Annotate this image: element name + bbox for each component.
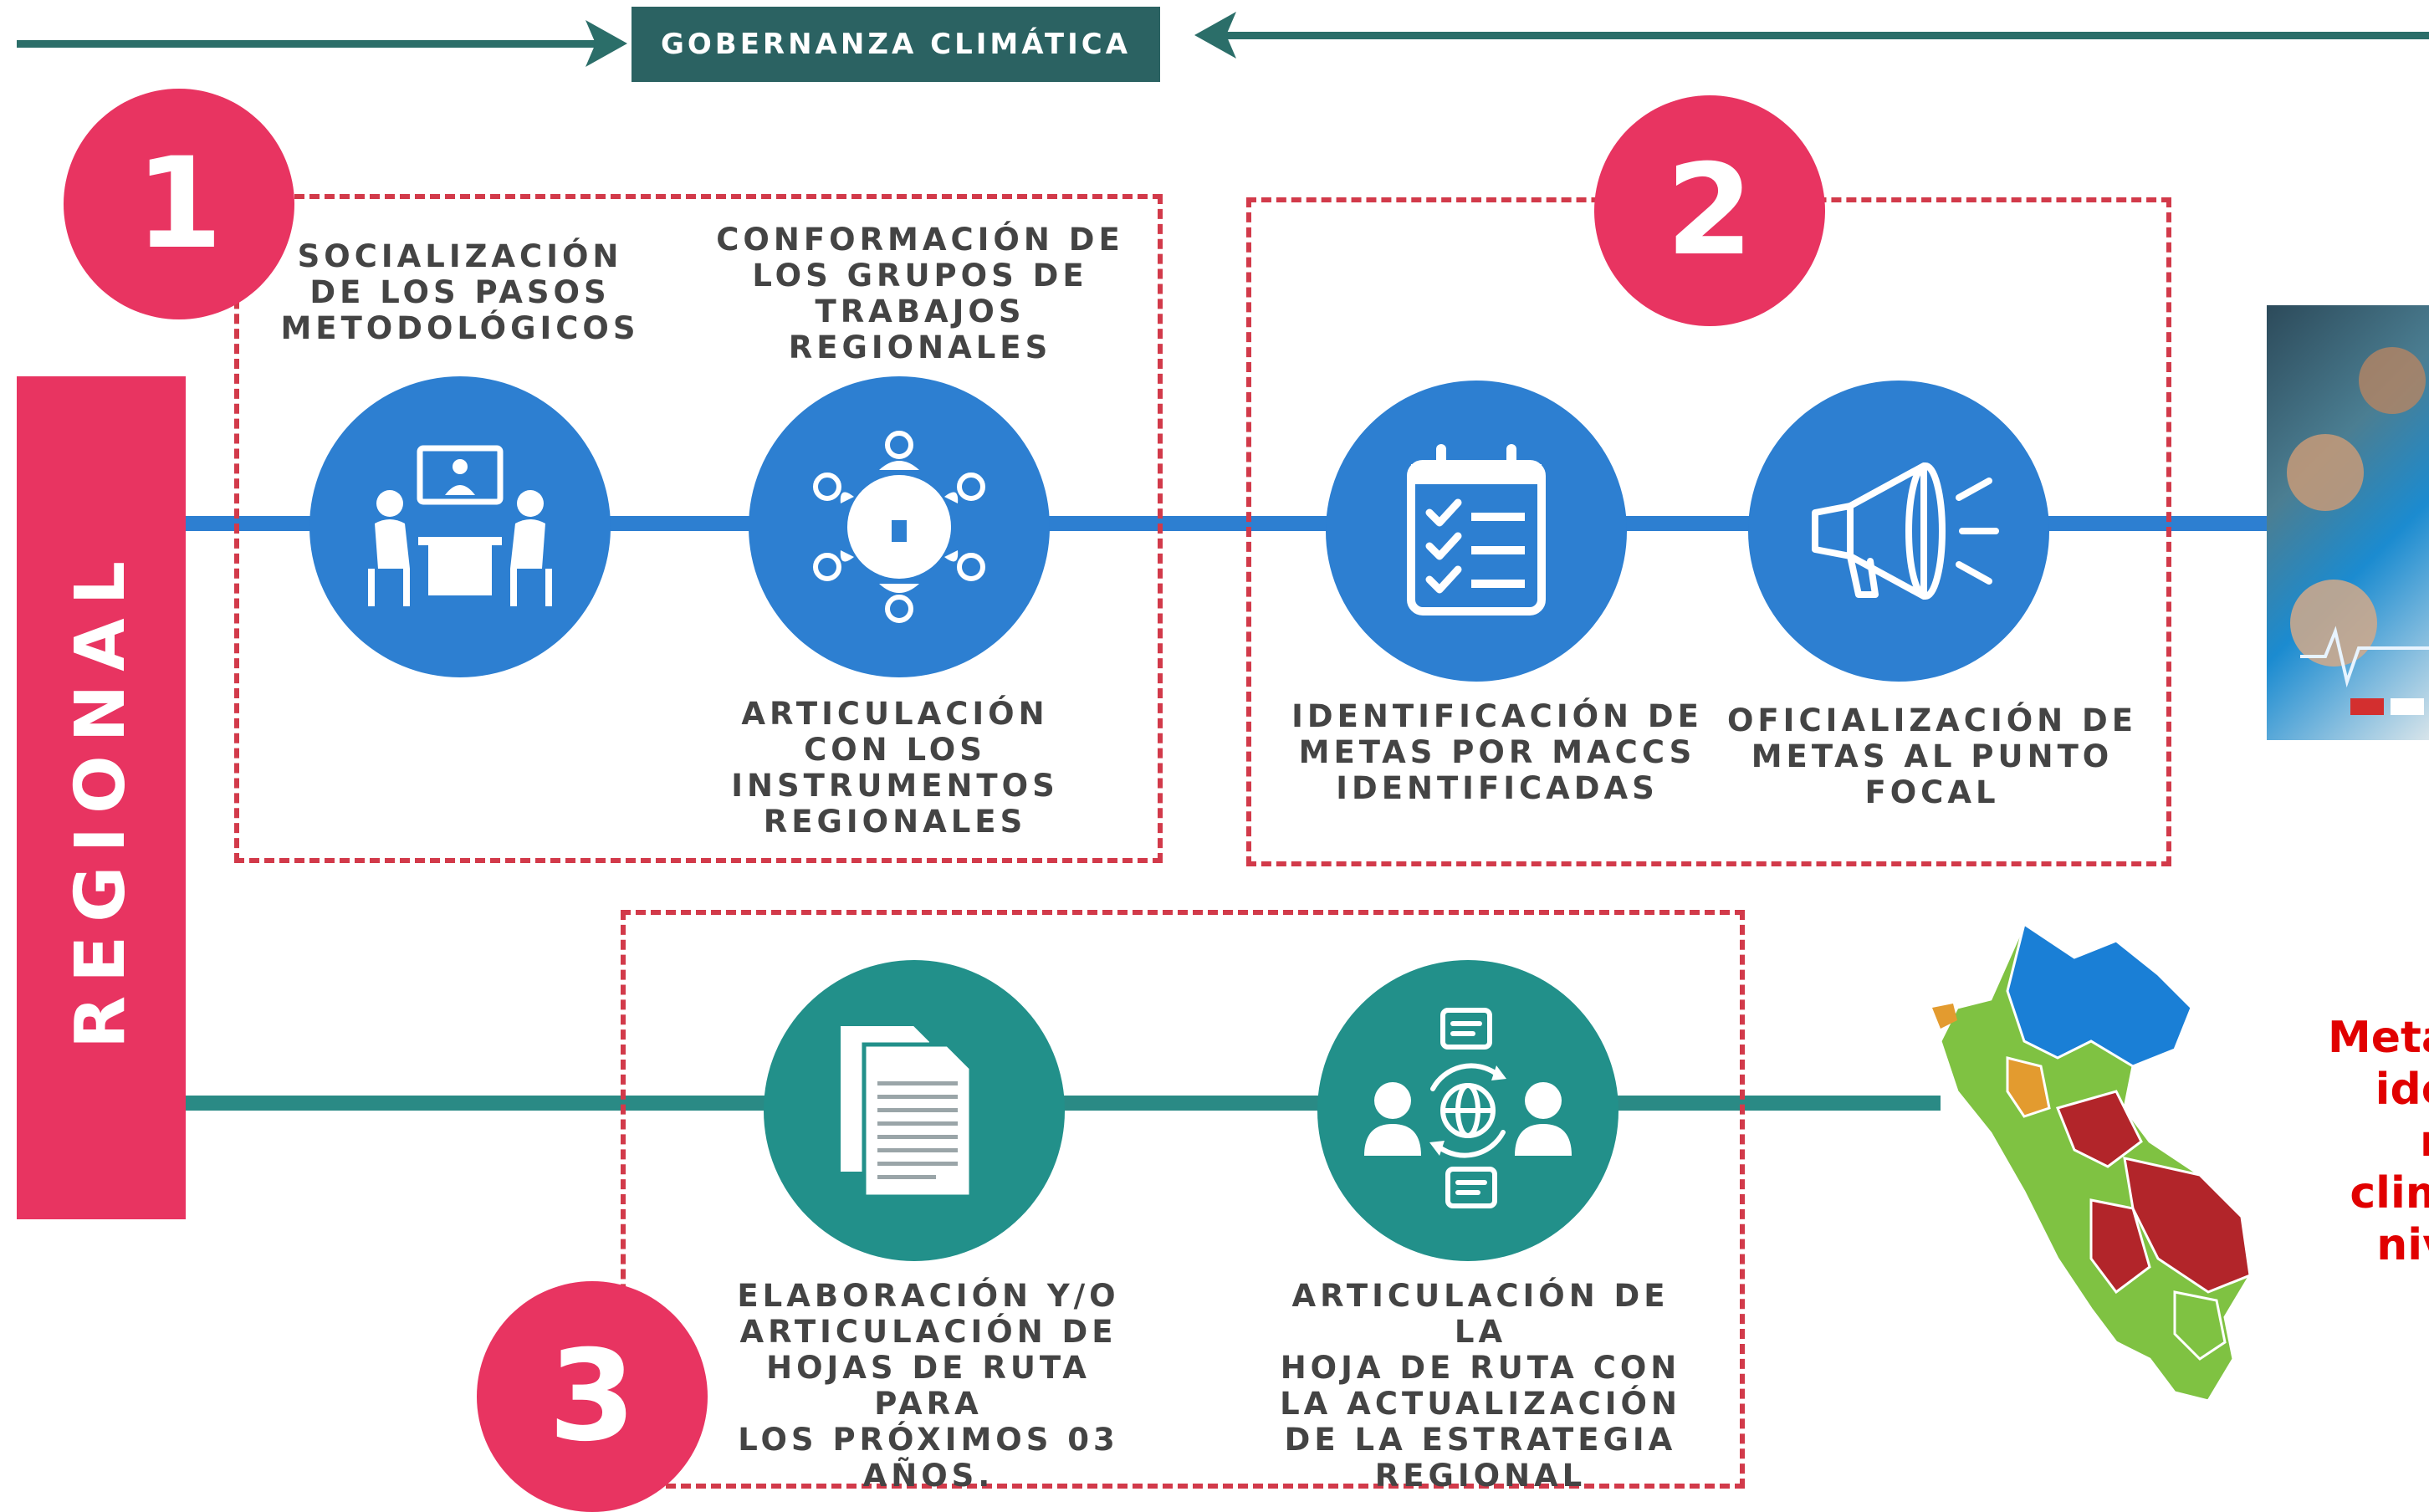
photo-decoration bbox=[2287, 347, 2429, 715]
circle-elaboracion bbox=[764, 960, 1065, 1261]
circle-socializacion bbox=[309, 376, 611, 677]
circle-oficializacion bbox=[1748, 381, 2049, 682]
label-oficializacion: OFICIALIZACIÓN DE METAS AL PUNTO FOCAL bbox=[1726, 702, 2138, 810]
side-caption-line-1: Meta bbox=[2328, 1013, 2429, 1063]
checklist-icon bbox=[1407, 444, 1546, 616]
meeting-icon bbox=[368, 445, 552, 606]
global-communication-icon bbox=[1364, 1008, 1572, 1208]
side-caption-line-5: niv bbox=[2376, 1220, 2429, 1270]
badge-step-2: 2 bbox=[1594, 95, 1825, 326]
badge-step-3: 3 bbox=[477, 1281, 708, 1512]
circle-identificacion bbox=[1326, 381, 1627, 682]
side-caption-line-4: clim bbox=[2350, 1168, 2429, 1218]
top-arrow-right-line bbox=[1213, 32, 2429, 39]
peru-map bbox=[1932, 924, 2252, 1402]
documents-icon bbox=[837, 1023, 974, 1199]
label-identificacion: IDENTIFICACIÓN DE METAS POR MACCS IDENTI… bbox=[1291, 698, 1703, 806]
circle-conformacion bbox=[749, 376, 1050, 677]
header-gobernanza-climatica: GOBERNANZA CLIMÁTICA bbox=[632, 7, 1160, 82]
side-caption: Meta ide n clim niv bbox=[2283, 1012, 2429, 1271]
regional-bar: REGIONAL bbox=[17, 376, 186, 1219]
top-arrow-left-line bbox=[17, 40, 607, 48]
regional-label: REGIONAL bbox=[61, 547, 141, 1049]
team-table-icon bbox=[813, 431, 985, 623]
top-arrow-right-head bbox=[1194, 12, 1236, 59]
label-socializacion: SOCIALIZACIÓN DE LOS PASOS METODOLÓGICOS bbox=[280, 238, 640, 346]
circle-articulacion-hoja bbox=[1317, 960, 1618, 1261]
label-conformacion: CONFORMACIÓN DE LOS GRUPOS DE TRABAJOS R… bbox=[716, 222, 1124, 365]
megaphone-icon bbox=[1812, 462, 1999, 600]
side-caption-line-2: ide bbox=[2375, 1065, 2429, 1115]
label-elaboracion: ELABORACIÓN Y/O ARTICULACIÓN DE HOJAS DE… bbox=[737, 1278, 1120, 1494]
stage-3-box bbox=[621, 910, 1745, 1489]
badge-step-1: 1 bbox=[64, 89, 294, 319]
top-arrow-left-head bbox=[586, 20, 627, 67]
cover-photo bbox=[2267, 305, 2429, 740]
label-articulacion-hoja: ARTICULACIÓN DE LA HOJA DE RUTA CON LA A… bbox=[1280, 1278, 1681, 1494]
label-articulacion-instrumentos: ARTICULACIÓN CON LOS INSTRUMENTOS REGION… bbox=[731, 696, 1059, 840]
stage-1-box bbox=[234, 194, 1163, 863]
side-caption-line-3: n bbox=[2283, 1116, 2429, 1167]
